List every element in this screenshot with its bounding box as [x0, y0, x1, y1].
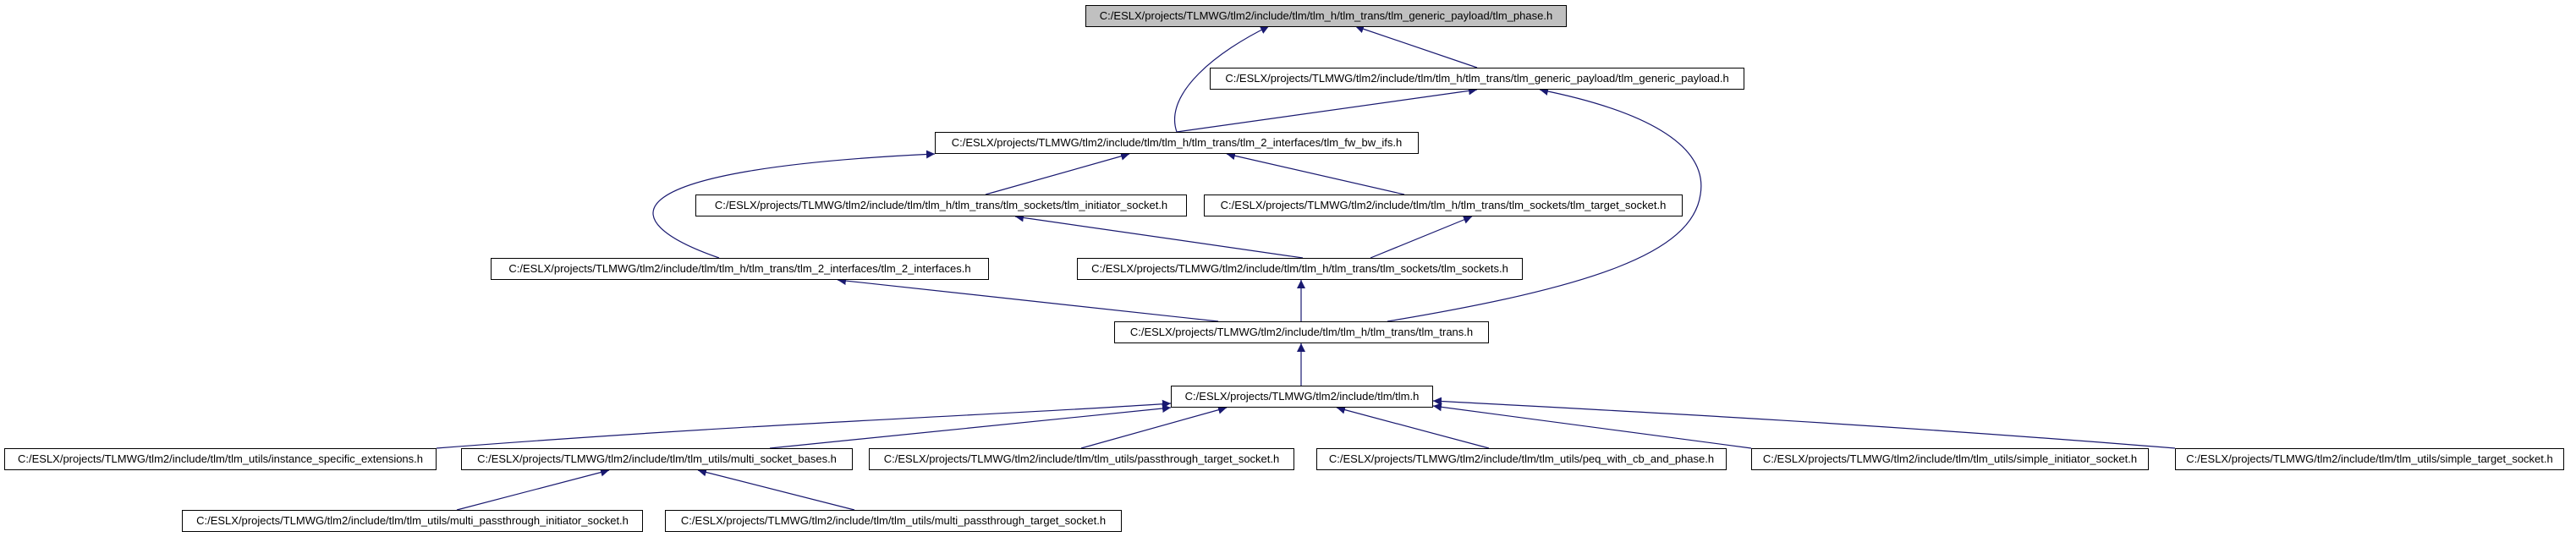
- edge-instance-specific-extensions-to-tlm: [436, 399, 1172, 449]
- node-tlm-2-interfaces-h[interactable]: C:/ESLX/projects/TLMWG/tlm2/include/tlm/…: [491, 258, 989, 280]
- edge-tlm-sockets-to-tlm-initiator-socket: [1014, 213, 1304, 259]
- edge-tlm-generic-payload-to-tlm-phase: [1354, 25, 1478, 68]
- edge-tlm-fw-bw-ifs-to-tlm-phase: [1174, 25, 1270, 133]
- node-simple-target-socket-h[interactable]: C:/ESLX/projects/TLMWG/tlm2/include/tlm/…: [2175, 448, 2564, 470]
- edge-passthrough-target-socket-to-tlm: [1080, 405, 1228, 449]
- node-peq-with-cb-and-phase-h[interactable]: C:/ESLX/projects/TLMWG/tlm2/include/tlm/…: [1316, 448, 1727, 470]
- edge-tlm-fw-bw-ifs-to-tlm-generic-payload: [1176, 86, 1478, 133]
- edge-multi-socket-bases-to-tlm: [769, 404, 1172, 449]
- node-multi-passthrough-target-socket-h[interactable]: C:/ESLX/projects/TLMWG/tlm2/include/tlm/…: [665, 510, 1122, 532]
- node-multi-socket-bases-h[interactable]: C:/ESLX/projects/TLMWG/tlm2/include/tlm/…: [461, 448, 853, 470]
- node-tlm-fw-bw-ifs-h[interactable]: C:/ESLX/projects/TLMWG/tlm2/include/tlm/…: [935, 132, 1419, 154]
- node-tlm-generic-payload-h[interactable]: C:/ESLX/projects/TLMWG/tlm2/include/tlm/…: [1210, 68, 1744, 90]
- edge-tlm-trans-to-tlm-2-interfaces: [837, 277, 1219, 322]
- edge-simple-target-socket-to-tlm: [1432, 397, 2176, 449]
- edge-tlm-target-socket-to-tlm-fw-bw-ifs: [1226, 151, 1405, 195]
- edge-simple-initiator-socket-to-tlm: [1432, 403, 1752, 449]
- edge-tlm-sockets-to-tlm-target-socket: [1370, 216, 1473, 259]
- edge-tlm-initiator-socket-to-tlm-fw-bw-ifs: [985, 151, 1130, 195]
- node-multi-passthrough-initiator-socket-h[interactable]: C:/ESLX/projects/TLMWG/tlm2/include/tlm/…: [182, 510, 643, 532]
- node-tlm-trans-h[interactable]: C:/ESLX/projects/TLMWG/tlm2/include/tlm/…: [1114, 321, 1489, 343]
- node-instance-specific-extensions-h[interactable]: C:/ESLX/projects/TLMWG/tlm2/include/tlm/…: [4, 448, 437, 470]
- node-tlm-sockets-h[interactable]: C:/ESLX/projects/TLMWG/tlm2/include/tlm/…: [1077, 258, 1523, 280]
- node-simple-initiator-socket-h[interactable]: C:/ESLX/projects/TLMWG/tlm2/include/tlm/…: [1751, 448, 2149, 470]
- edge-tlm-trans-to-tlm-generic-payload: [1387, 87, 1702, 322]
- node-passthrough-target-socket-h[interactable]: C:/ESLX/projects/TLMWG/tlm2/include/tlm/…: [869, 448, 1294, 470]
- edge-peq-with-cb-and-phase-to-tlm: [1336, 405, 1490, 449]
- node-tlm-initiator-socket-h[interactable]: C:/ESLX/projects/TLMWG/tlm2/include/tlm/…: [695, 195, 1187, 216]
- edge-multi-passthrough-initiator-socket-to-multi-socket-bases: [456, 468, 610, 511]
- edge-tlm-2-interfaces-to-tlm-fw-bw-ifs: [652, 150, 936, 259]
- edge-multi-passthrough-target-socket-to-multi-socket-bases: [697, 468, 855, 511]
- node-tlm-target-socket-h[interactable]: C:/ESLX/projects/TLMWG/tlm2/include/tlm/…: [1204, 195, 1683, 216]
- node-tlm-phase-h[interactable]: C:/ESLX/projects/TLMWG/tlm2/include/tlm/…: [1085, 5, 1567, 27]
- node-tlm-h[interactable]: C:/ESLX/projects/TLMWG/tlm2/include/tlm/…: [1171, 386, 1433, 408]
